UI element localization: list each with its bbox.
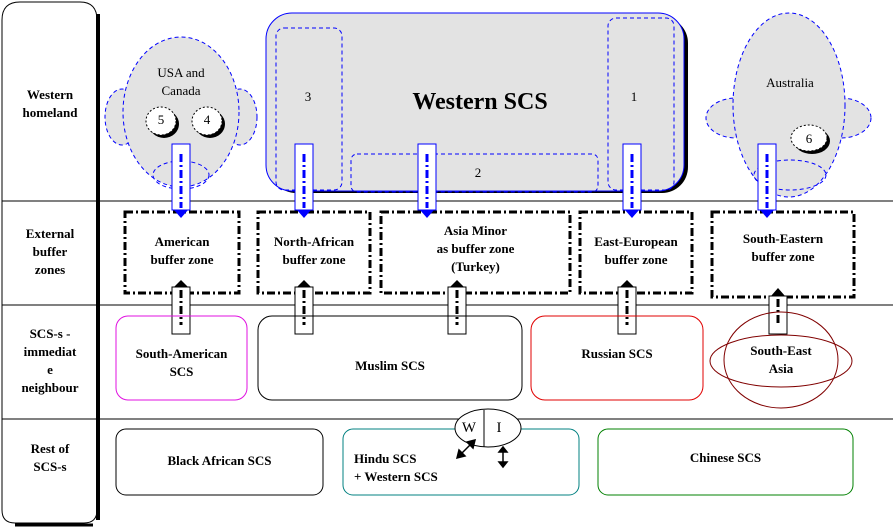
wi-ellipse bbox=[454, 408, 522, 448]
black-up-arrow-2 bbox=[294, 280, 314, 335]
row-label-rest-of-scs: Rest of SCS-s bbox=[30, 441, 70, 474]
buffer-label-north-african: North-African buffer zone bbox=[273, 234, 355, 267]
buffer-label-american: American buffer zone bbox=[150, 234, 214, 267]
badge-6-label: 6 bbox=[805, 131, 813, 146]
badge-4 bbox=[191, 106, 225, 138]
blue-down-arrow-3 bbox=[417, 143, 437, 218]
buffer-label-asia-minor: Asia Minor as buffer zone (Turkey) bbox=[436, 223, 515, 274]
buffer-box-north-african bbox=[256, 210, 372, 295]
wi-i-label: I bbox=[496, 420, 502, 436]
badge-5 bbox=[145, 106, 179, 138]
buffer-box-south-eastern bbox=[710, 210, 856, 299]
neighbour-label-russian: Russian SCS bbox=[581, 346, 653, 361]
diagonal-double-arrow-icon bbox=[455, 438, 477, 460]
blue-down-arrow-2 bbox=[294, 143, 314, 218]
australia-label: Australia bbox=[766, 75, 814, 90]
rest-box-black-african bbox=[115, 428, 324, 496]
usa-canada-shape bbox=[104, 36, 258, 190]
western-scs-box bbox=[265, 12, 685, 192]
blue-down-arrow-5 bbox=[757, 143, 777, 218]
row-label-immediate-neighbours: SCS-s - immediat e neighbour s bbox=[21, 326, 79, 403]
rest-box-chinese bbox=[597, 428, 854, 496]
blue-down-arrow-4 bbox=[622, 143, 642, 218]
wi-w-label: W bbox=[461, 420, 477, 436]
row-label-western-homeland: Western homeland bbox=[22, 87, 78, 120]
australia-shape bbox=[705, 12, 872, 198]
neighbour-label-south-east-asia: South-East Asia bbox=[750, 343, 812, 376]
neighbour-box-muslim bbox=[257, 315, 523, 401]
buffer-label-east-european: East-European buffer zone bbox=[594, 234, 678, 267]
vertical-double-arrow-icon bbox=[497, 445, 509, 469]
western-scs-title: Western SCS bbox=[412, 89, 548, 115]
black-up-arrow-4 bbox=[617, 280, 637, 335]
black-up-arrow-1 bbox=[171, 280, 191, 335]
blue-down-arrow-1 bbox=[171, 143, 191, 218]
neighbour-label-muslim: Muslim SCS bbox=[355, 358, 425, 373]
neighbour-label-south-american: South-American SCS bbox=[135, 346, 228, 379]
usa-canada-label: USA and Canada bbox=[157, 65, 205, 98]
black-up-arrow-5 bbox=[768, 288, 788, 335]
row-label-external-buffer-zones: External buffer zones bbox=[25, 226, 75, 277]
badge-5-label: 5 bbox=[157, 112, 165, 127]
badge-6 bbox=[790, 124, 830, 154]
rest-label-hindu-western: Hindu SCS + Western SCS bbox=[354, 451, 438, 484]
neighbour-box-russian bbox=[530, 315, 704, 401]
black-up-arrow-3 bbox=[447, 280, 467, 335]
neighbour-shape-south-east-asia bbox=[709, 311, 853, 409]
region-2-label: 2 bbox=[474, 165, 482, 180]
buffer-box-asia-minor bbox=[379, 210, 572, 295]
badge-4-label: 4 bbox=[203, 112, 211, 127]
rest-label-chinese: Chinese SCS bbox=[689, 450, 762, 465]
rest-label-black-african: Black African SCS bbox=[167, 453, 272, 468]
region-3-label: 3 bbox=[304, 89, 312, 104]
neighbour-box-south-american bbox=[115, 315, 248, 401]
buffer-label-south-eastern: South-Eastern buffer zone bbox=[742, 231, 824, 264]
region-1-label: 1 bbox=[630, 89, 638, 104]
